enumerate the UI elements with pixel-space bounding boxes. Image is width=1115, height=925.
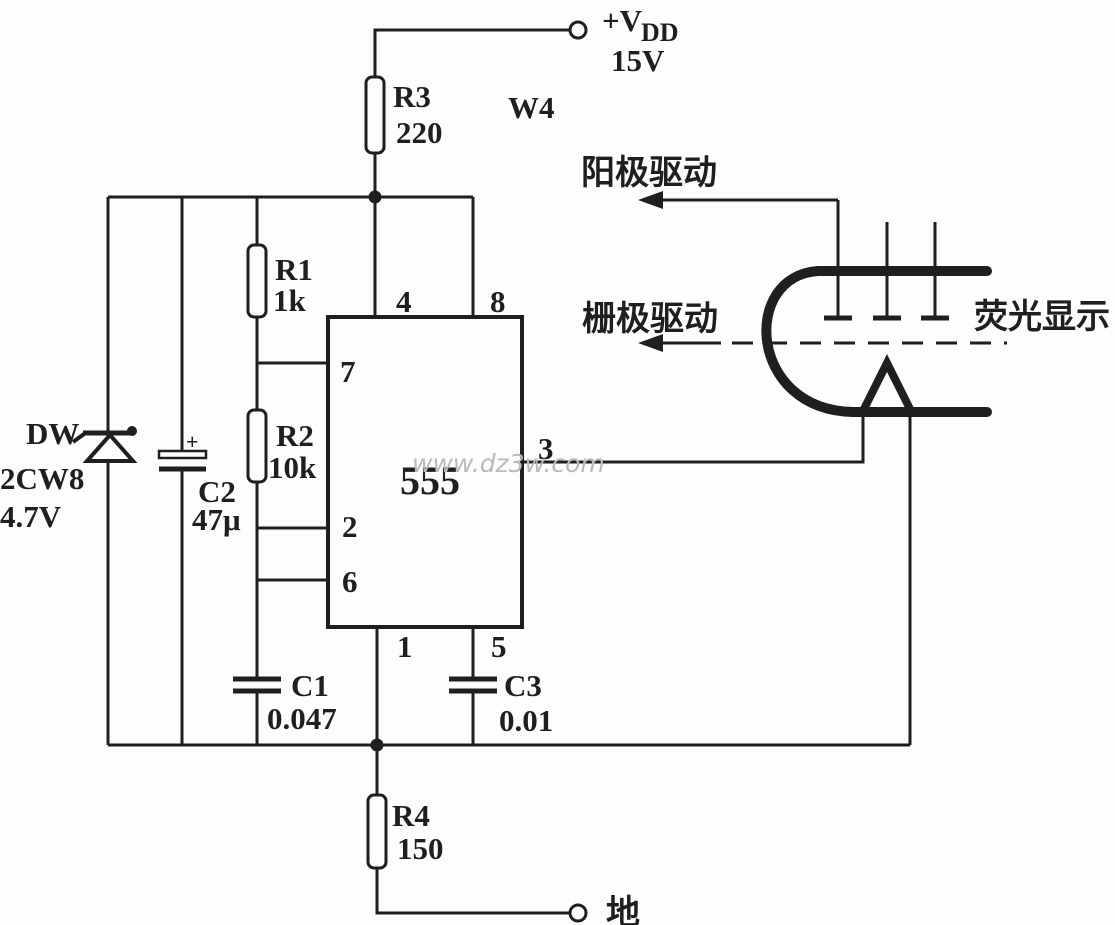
pin2-number: 2 <box>342 509 358 544</box>
zener-voltage: 4.7V <box>0 499 62 534</box>
r2-value: 10k <box>268 450 317 485</box>
resistor-r3: R3 220 <box>364 75 443 197</box>
anode-drive-label: 阳极驱动 <box>581 154 717 192</box>
module-w4-label: W4 <box>508 90 555 125</box>
c2-ref: C2 <box>198 474 236 509</box>
pin1-number: 1 <box>397 629 413 664</box>
vdd-label: +V <box>602 3 643 38</box>
c3-ref: C3 <box>504 668 542 703</box>
ground-wire <box>375 868 570 915</box>
ground-terminal-circle <box>568 903 588 923</box>
zener-dw: DW 2CW8 4.7V <box>0 197 138 745</box>
ground-label: 地 <box>606 894 640 925</box>
r4-ref: R4 <box>392 798 430 833</box>
r4-value: 150 <box>397 831 444 866</box>
ic-555: 555 4 8 7 2 6 3 1 5 www.dz3w.com <box>326 197 865 745</box>
timing-chain: R1 1k R2 10k C1 0.047 <box>233 197 337 745</box>
resistor-r1-body <box>246 243 268 319</box>
zener-model: 2CW8 <box>0 461 84 496</box>
zener-ref: DW <box>26 416 79 451</box>
resistor-r2-body <box>246 408 268 484</box>
vdd-voltage: 15V <box>611 43 665 78</box>
capacitor-c3: C3 0.01 <box>449 668 553 745</box>
r3-value: 220 <box>396 115 443 150</box>
c1-ref: C1 <box>291 668 329 703</box>
r1-ref: R1 <box>275 252 313 287</box>
pin8-number: 8 <box>490 284 506 319</box>
watermark-text: www.dz3w.com <box>412 449 605 478</box>
vdd-subscript: DD <box>641 18 679 47</box>
pin3-output-wire <box>522 414 865 464</box>
vdd-terminal-circle <box>568 20 588 40</box>
pin5-number: 5 <box>491 629 507 664</box>
c2-plate-positive <box>157 449 208 460</box>
c2-polarity-sign: + <box>186 429 199 454</box>
resistor-r4-ground: R4 150 地 <box>366 745 640 925</box>
pin3-number: 3 <box>538 431 554 466</box>
resistor-r4-body <box>366 793 388 870</box>
vfd-tube: 荧光显示 <box>732 200 1110 745</box>
display-name-label: 荧光显示 <box>974 298 1110 336</box>
zener-bar-tail <box>71 432 86 444</box>
c2-value: 47μ <box>192 502 241 537</box>
vdd-supply: +V DD 15V W4 <box>373 3 679 152</box>
r3-ref: R3 <box>393 79 431 114</box>
capacitor-c2: + C2 47μ <box>157 197 241 745</box>
left-arrow-icon <box>638 334 663 352</box>
ic-555-body <box>326 315 524 629</box>
r1-value: 1k <box>273 283 307 318</box>
zener-triangle <box>82 431 138 463</box>
filament-cathode <box>859 354 915 413</box>
r2-ref: R2 <box>276 418 314 453</box>
grid-drive-label: 栅极驱动 <box>582 300 718 338</box>
pin4-number: 4 <box>396 284 412 319</box>
c1-value: 0.047 <box>267 701 337 736</box>
left-arrow-icon <box>638 191 663 209</box>
pin6-number: 6 <box>342 564 358 599</box>
pin7-number: 7 <box>340 354 356 389</box>
ic-555-label: 555 <box>400 458 460 503</box>
resistor-r3-body <box>364 75 386 155</box>
c3-value: 0.01 <box>499 703 553 738</box>
zener-bar-dot <box>127 426 137 436</box>
drive-annotations: 阳极驱动 栅极驱动 <box>581 154 838 352</box>
